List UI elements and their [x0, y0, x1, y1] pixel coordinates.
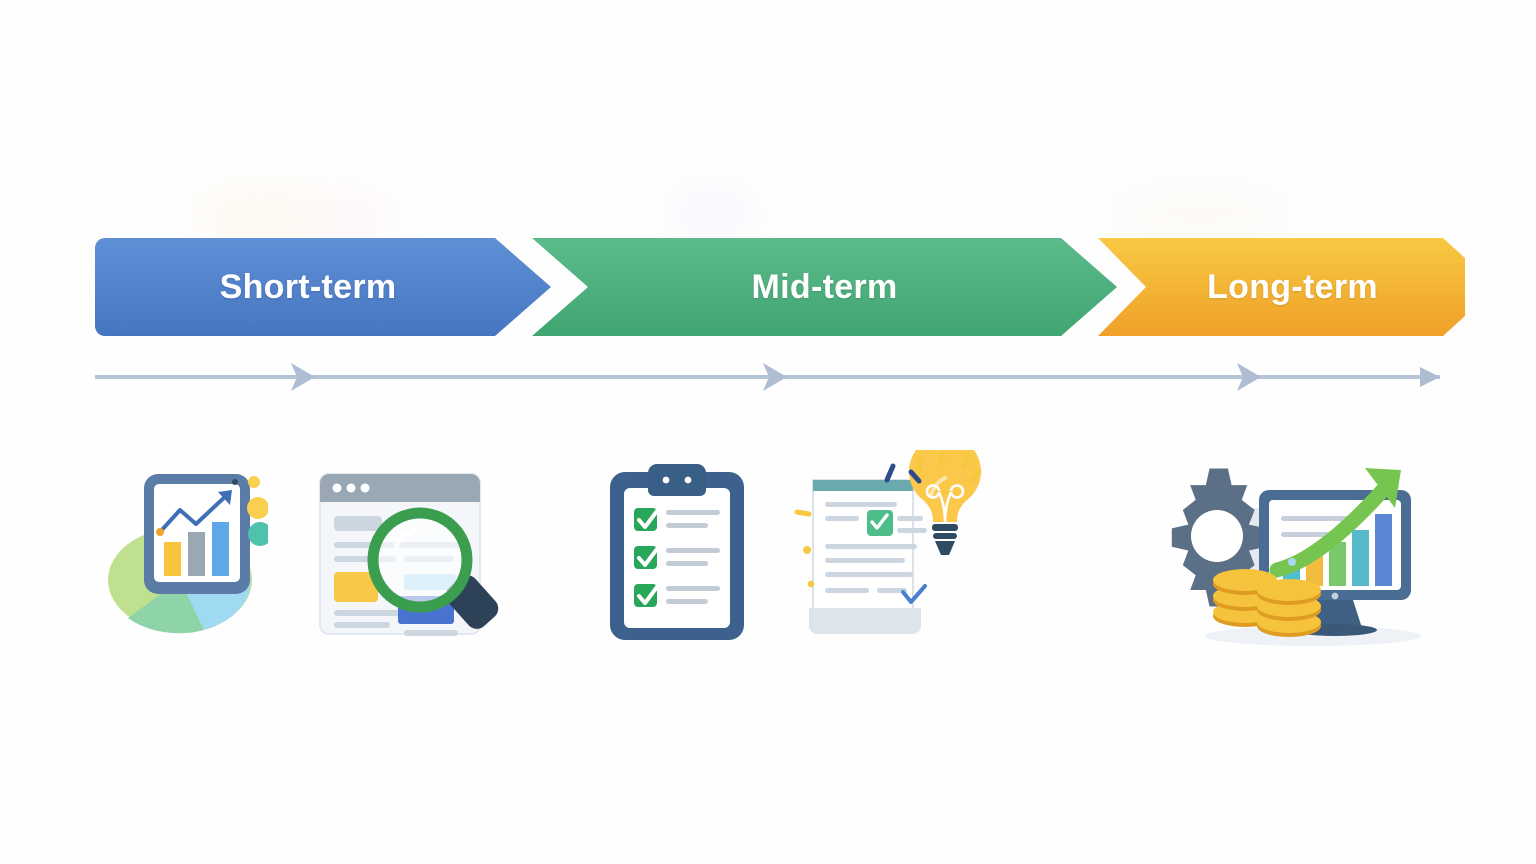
phase-chevron-mid-term[interactable]: Mid-term	[532, 238, 1117, 336]
idea-document-icon[interactable]	[793, 450, 1003, 650]
analytics-dashboard-icon[interactable]	[108, 450, 268, 650]
timeline-arrow-marker	[763, 363, 787, 391]
timeline-arrow-end	[1420, 367, 1440, 387]
timeline-phase-banner: Short-term Mid-term	[95, 238, 1465, 336]
timeline-arrow-marker	[291, 363, 315, 391]
research-magnifier-icon[interactable]	[308, 450, 503, 650]
background-wash	[1105, 196, 1295, 230]
growth-system-icon[interactable]	[1133, 450, 1433, 650]
background-wash	[195, 200, 325, 234]
timeline-arrow-marker	[1237, 363, 1261, 391]
icon-row	[0, 450, 1536, 670]
background-wash	[300, 203, 395, 233]
phase-chevron-short-term[interactable]: Short-term	[95, 238, 551, 336]
background-wash	[678, 198, 748, 230]
chevron-shape	[95, 238, 551, 336]
chevron-shape	[1098, 238, 1465, 336]
checklist-clipboard-icon[interactable]	[600, 450, 755, 650]
chevron-shape	[532, 238, 1117, 336]
phase-chevron-long-term[interactable]: Long-term	[1098, 238, 1465, 336]
timeline-axis	[95, 360, 1440, 394]
